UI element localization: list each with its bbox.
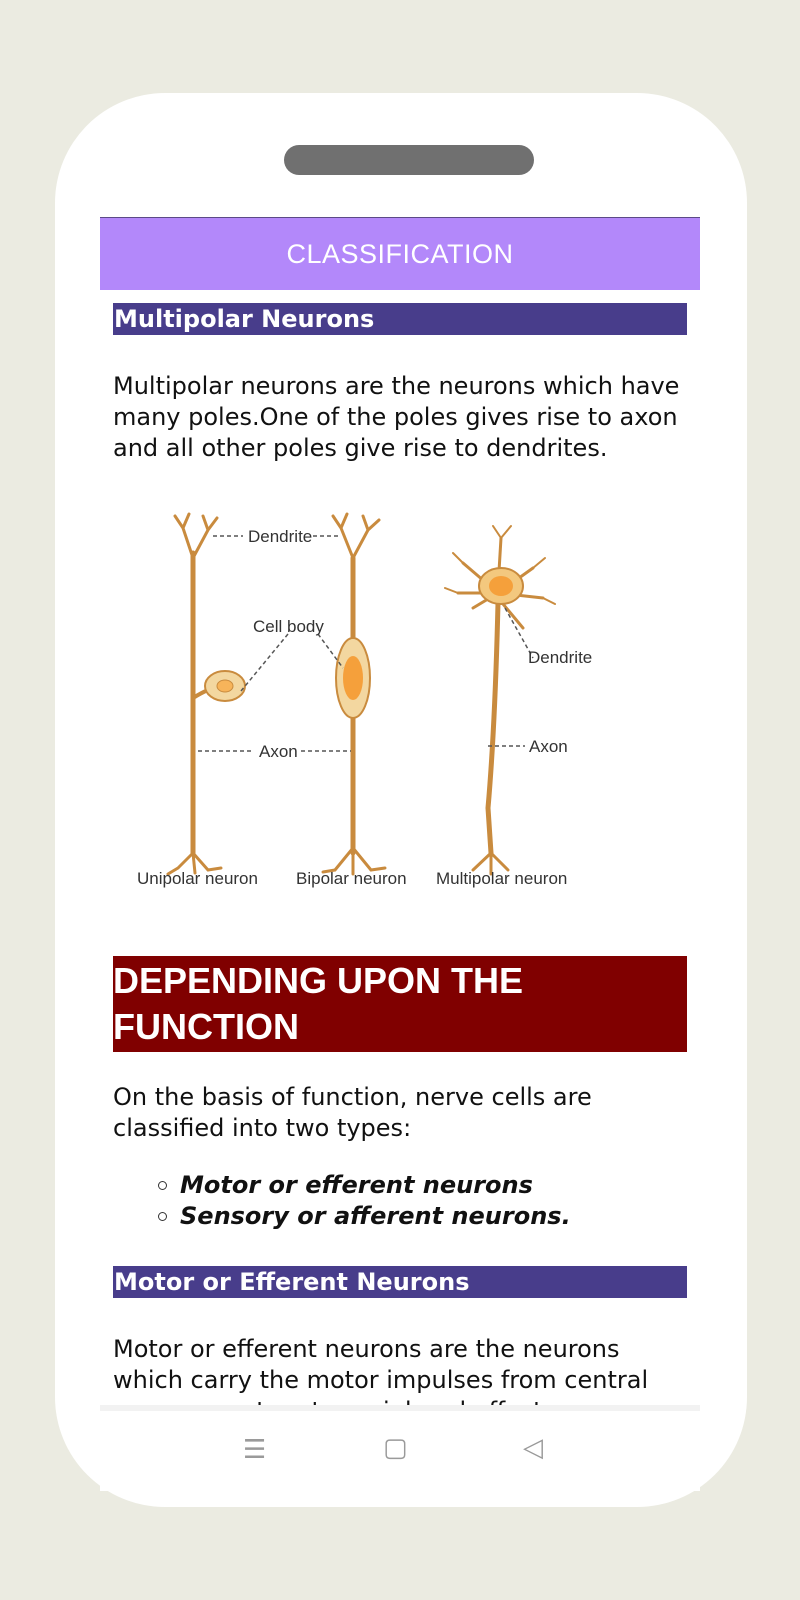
navigation-bar: ☰ ▢ ◁ — [100, 1405, 700, 1491]
back-icon[interactable]: ◁ — [523, 1433, 543, 1463]
caption-multipolar: Multipolar neuron — [436, 869, 567, 888]
caption-bipolar: Bipolar neuron — [296, 869, 407, 888]
bullet-icon — [158, 1181, 167, 1190]
unipolar-neuron — [166, 512, 223, 876]
label-dendrite-multipolar: Dendrite — [528, 648, 592, 667]
neuron-diagram: Dendrite Cell body Axon Dendrite Axon Un… — [137, 512, 592, 888]
menu-icon[interactable]: ☰ — [243, 1435, 267, 1465]
app-bar-title: CLASSIFICATION — [286, 238, 514, 269]
section-heading-function: DEPENDING UPON THE FUNCTION — [113, 956, 687, 1052]
label-cell-body: Cell body — [253, 617, 324, 636]
neuron-types-figure: Dendrite Cell body Axon Dendrite Axon Un… — [113, 508, 687, 908]
phone-speaker — [284, 145, 534, 175]
list-item: Motor or efferent neurons — [158, 1170, 687, 1201]
label-axon: Axon — [259, 742, 298, 761]
bullet-icon — [158, 1212, 167, 1221]
content[interactable]: Multipolar Neurons Multipolar neurons ar… — [100, 290, 700, 1411]
list-item: Sensory or afferent neurons. — [158, 1201, 687, 1232]
paragraph-function: On the basis of function, nerve cells ar… — [113, 1083, 592, 1142]
paragraph-multipolar: Multipolar neurons are the neurons which… — [113, 372, 680, 462]
paragraph-motor: Motor or efferent neurons are the neuron… — [113, 1335, 657, 1411]
label-axon-multipolar: Axon — [529, 737, 568, 756]
caption-unipolar: Unipolar neuron — [137, 869, 258, 888]
label-dendrite: Dendrite — [248, 527, 312, 546]
section-heading-multipolar: Multipolar Neurons — [113, 303, 687, 335]
neuron-type-list: Motor or efferent neurons Sensory or aff… — [113, 1170, 687, 1232]
section-heading-motor: Motor or Efferent Neurons — [113, 1266, 687, 1298]
app-bar: CLASSIFICATION — [100, 217, 700, 290]
home-icon[interactable]: ▢ — [383, 1433, 408, 1463]
screen: CLASSIFICATION Multipolar Neurons Multip… — [100, 217, 700, 1411]
